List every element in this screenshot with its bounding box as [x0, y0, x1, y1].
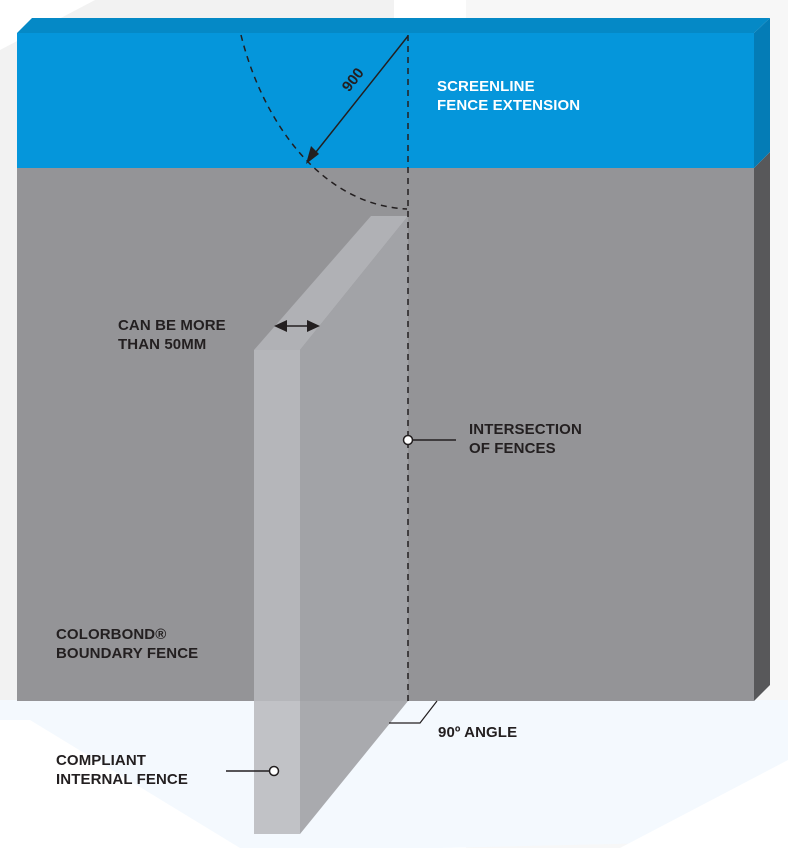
thickness-arrowhead-left: [274, 320, 287, 332]
intersection-label-line-2: OF FENCES: [469, 440, 556, 457]
thickness-arrowhead-right: [307, 320, 320, 332]
boundary-fence-label-line-2: BOUNDARY FENCE: [56, 645, 199, 662]
right-angle-indicator: [389, 700, 438, 724]
internal-fence-side-shade: [300, 216, 408, 701]
internal-fence-marker: [268, 765, 280, 777]
boundary-fence-side: [754, 152, 770, 701]
screenline-label-line-1: SCREENLINE: [437, 78, 535, 95]
thickness-label: CAN BE MORE THAN 50MM: [118, 316, 226, 354]
swing-arc: [240, 34, 408, 210]
boundary-fence-label: COLORBOND® BOUNDARY FENCE: [56, 625, 198, 663]
screenline-label: SCREENLINE FENCE EXTENSION: [437, 77, 580, 115]
intersection-label-line-1: INTERSECTION: [469, 421, 582, 438]
thickness-label-line-2: THAN 50MM: [118, 336, 207, 353]
internal-fence-front: [254, 350, 300, 834]
boundary-fence-label-line-1: COLORBOND®: [56, 626, 167, 643]
dimension-arrowhead: [306, 146, 319, 164]
internal-fence-label-line-1: COMPLIANT: [56, 752, 147, 769]
background-shape-bottom-white-right: [620, 760, 788, 848]
screenline-side: [754, 18, 770, 168]
background-shape-bottom-white: [0, 720, 240, 848]
background-shape-bottom-blue: [0, 700, 788, 848]
angle-label: 90º ANGLE: [438, 724, 518, 741]
internal-fence-side: [300, 216, 408, 834]
internal-fence-label: COMPLIANT INTERNAL FENCE: [56, 751, 188, 789]
thickness-label-line-1: CAN BE MORE: [118, 317, 226, 334]
internal-fence-top: [254, 216, 408, 350]
intersection-marker: [402, 434, 414, 446]
internal-fence-label-line-2: INTERNAL FENCE: [56, 771, 188, 788]
screenline-front: [17, 33, 754, 168]
intersection-label: INTERSECTION OF FENCES: [469, 420, 582, 458]
internal-fence-front-shade: [254, 350, 300, 701]
screenline-top: [17, 18, 770, 33]
screenline-label-line-2: FENCE EXTENSION: [437, 97, 581, 114]
dimension-arrow-line: [315, 35, 409, 153]
